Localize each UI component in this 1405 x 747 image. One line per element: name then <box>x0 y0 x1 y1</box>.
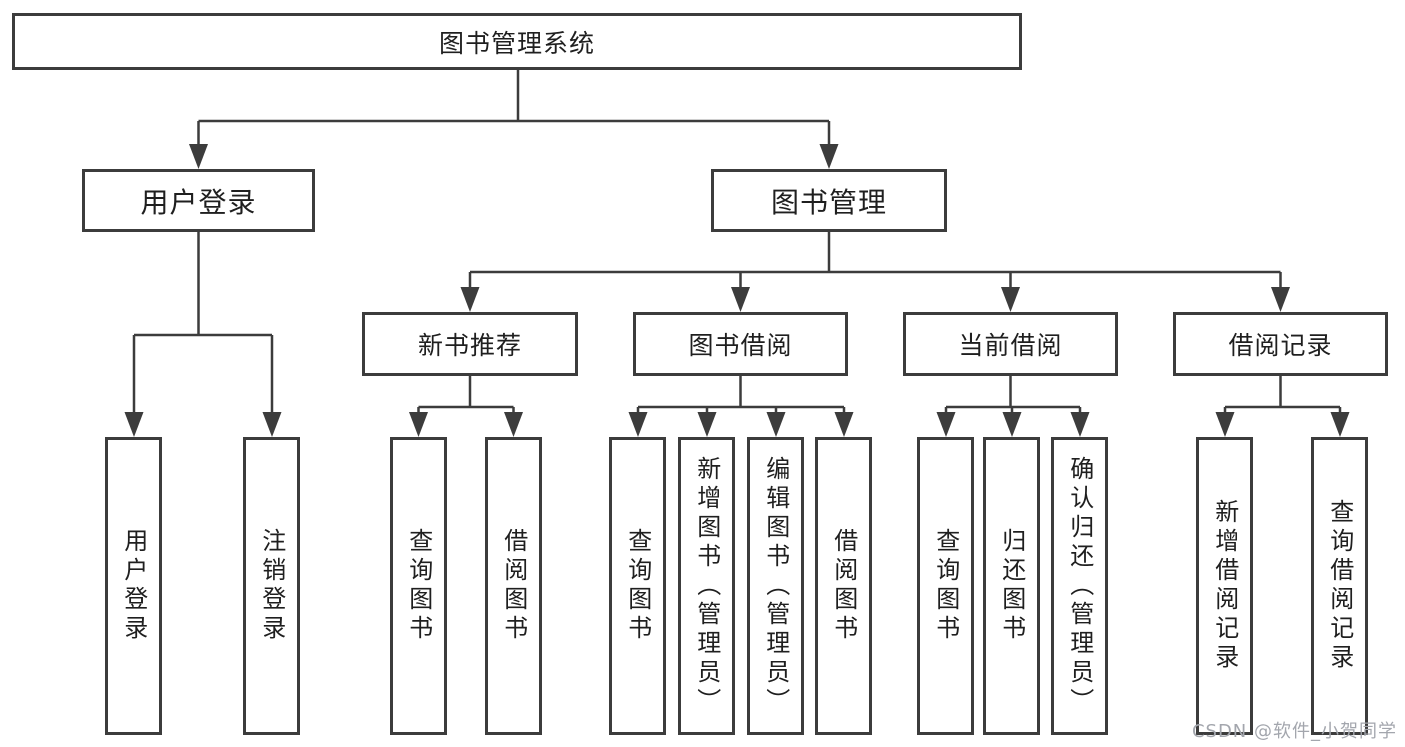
leaf-query-books-current: 查询图书 <box>917 437 974 735</box>
node-label: 图书管理系统 <box>438 28 595 58</box>
node-label: 图书借阅 <box>688 331 793 360</box>
leaf-query-books-borrow: 查询图书 <box>609 437 666 735</box>
leaf-logout: 注销登录 <box>243 437 300 735</box>
leaf-query-borrow-record: 查询借阅记录 <box>1311 437 1368 735</box>
node-label: 借阅图书 <box>829 528 858 644</box>
node-label: 编辑图书（管理员） <box>761 455 790 717</box>
node-label: 当前借阅 <box>958 331 1063 360</box>
node-user-login: 用户登录 <box>82 169 315 232</box>
node-label: 新书推荐 <box>417 331 522 360</box>
node-label: 查询图书 <box>931 528 960 644</box>
node-label: 查询借阅记录 <box>1325 499 1354 673</box>
csdn-watermark: CSDN @软件_小贺同学 <box>1191 721 1397 742</box>
node-book-borrowing: 图书借阅 <box>633 312 848 376</box>
leaf-borrow-books: 借阅图书 <box>815 437 872 735</box>
node-label: 借阅图书 <box>499 528 528 644</box>
node-label: 确认归还（管理员） <box>1065 455 1094 717</box>
leaf-confirm-return-admin: 确认归还（管理员） <box>1051 437 1108 735</box>
node-label: 图书管理 <box>770 185 887 219</box>
node-new-book-recommend: 新书推荐 <box>362 312 578 376</box>
node-label: 注销登录 <box>257 528 286 644</box>
arrowheads <box>124 144 1350 437</box>
node-label: 新增借阅记录 <box>1210 499 1239 673</box>
leaf-add-borrow-record: 新增借阅记录 <box>1196 437 1253 735</box>
node-borrowing-records: 借阅记录 <box>1173 312 1388 376</box>
node-label: 用户登录 <box>119 528 148 644</box>
leaf-return-book: 归还图书 <box>983 437 1040 735</box>
node-current-borrowing: 当前借阅 <box>903 312 1118 376</box>
node-label: 借阅记录 <box>1228 331 1333 360</box>
leaf-add-book-admin: 新增图书（管理员） <box>678 437 735 735</box>
node-label: 新增图书（管理员） <box>692 455 721 717</box>
leaf-user-login: 用户登录 <box>105 437 162 735</box>
node-label: 查询图书 <box>404 528 433 644</box>
leaf-edit-book-admin: 编辑图书（管理员） <box>747 437 804 735</box>
node-label: 用户登录 <box>140 185 257 219</box>
node-label: 查询图书 <box>623 528 652 644</box>
node-book-management: 图书管理 <box>711 169 947 232</box>
leaf-query-books-recommend: 查询图书 <box>390 437 447 735</box>
leaf-borrow-books-recommend: 借阅图书 <box>485 437 542 735</box>
node-library-management-system: 图书管理系统 <box>12 13 1022 70</box>
node-label: 归还图书 <box>997 528 1026 644</box>
